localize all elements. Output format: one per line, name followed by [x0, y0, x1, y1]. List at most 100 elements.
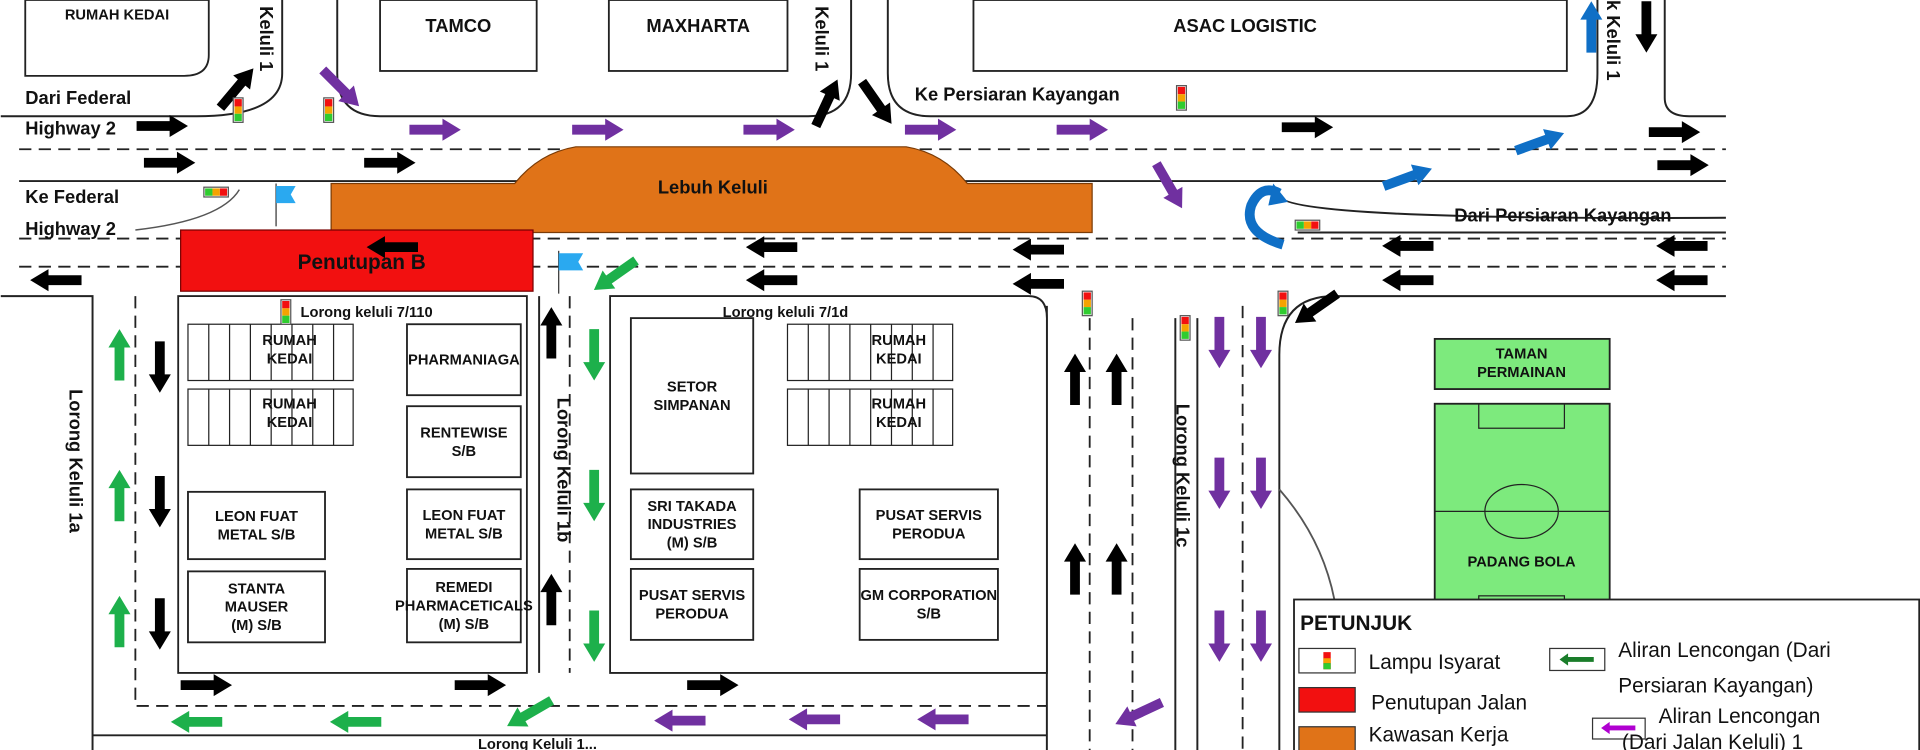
arrow-icon: [583, 469, 606, 522]
arrow-icon: [108, 595, 131, 648]
arrow-icon: [1382, 234, 1434, 257]
label: Lorong Keluli 1a: [65, 389, 86, 534]
arrow-icon: [1381, 164, 1432, 191]
label-bottom-road: Lorong Keluli 1...: [478, 737, 597, 750]
building-label: METAL S/B: [218, 528, 296, 544]
legend-label: (Dari Jalan Keluli) 1: [1622, 731, 1803, 750]
arrow-icon: [1063, 353, 1087, 405]
building-label: KEDAI: [267, 351, 313, 367]
uturn-icon: [1244, 185, 1285, 250]
work-zone-lebuh-keluli: [330, 146, 1093, 234]
building-label: PERODUA: [655, 606, 729, 622]
park-taman-permainan: [1433, 337, 1611, 390]
label: k Keluli 1: [1603, 0, 1624, 81]
arrow-icon: [216, 68, 254, 111]
building-label: INDUSTRIES: [648, 517, 737, 533]
traffic-light-icon: [1277, 290, 1289, 317]
building-asac-logistic: [972, 0, 1568, 72]
building-rentewise: [406, 405, 522, 479]
arrow-icon: [858, 78, 892, 124]
arrow-icon: [788, 708, 841, 731]
label: Lorong keluli 7/110: [301, 305, 433, 321]
building-label: GM CORPORATION: [860, 588, 997, 604]
traffic-lights: [203, 85, 1321, 341]
arrow-icon: [1208, 457, 1231, 509]
arrow-icon: [1281, 116, 1334, 139]
building-label: KEDAI: [267, 415, 313, 431]
flag-icon: [275, 183, 296, 227]
label: TAMCO: [425, 15, 491, 36]
traffic-arrows: [30, 1, 1709, 733]
arrow-icon: [180, 674, 233, 697]
arrow-icon: [30, 269, 82, 292]
building-label: LEON FUAT: [422, 508, 505, 524]
label: Ke Persiaran Kayangan: [915, 83, 1120, 104]
arrow-icon: [1580, 1, 1603, 53]
arrow-icon: [1249, 316, 1272, 369]
building-stanta: [187, 570, 326, 644]
flag-icon: [558, 250, 584, 294]
arrow-icon: [583, 610, 606, 662]
building-label: PHARMACETICALS: [395, 599, 533, 615]
arrow-icon: [148, 341, 171, 393]
arrow-icon: [507, 696, 555, 727]
building-rumah-kedai-top: [24, 0, 210, 77]
building-label: S/B: [452, 444, 476, 460]
building-label: RUMAH: [872, 333, 927, 349]
arrow-icon: [454, 674, 507, 697]
legend: PETUNJUK Lampu Isyarat Aliran Lencongan …: [1293, 598, 1920, 750]
traffic-light-icon: [1175, 85, 1187, 111]
building-label: PUSAT SERVIS: [639, 588, 745, 604]
uturn-arrowhead: [1268, 183, 1288, 206]
arrow-icon: [540, 307, 563, 359]
traffic-light-icon: [1179, 315, 1191, 341]
legend-label: Kawasan Kerja: [1369, 723, 1509, 746]
label: ASAC LOGISTIC: [1173, 15, 1317, 36]
building-pusat-servis-2: [629, 568, 755, 641]
building-label: S/B: [917, 606, 941, 622]
arrow-icon: [364, 151, 416, 174]
label: Highway 2: [25, 118, 116, 139]
arrow-icon: [1115, 698, 1164, 727]
traffic-light-icon: [323, 97, 335, 123]
building-maxharta: [607, 0, 789, 72]
arrow-icon: [1382, 269, 1434, 292]
arrow-icon: [1105, 353, 1128, 405]
traffic-light-icon: [232, 97, 244, 123]
building-label: RUMAH: [262, 333, 317, 349]
arrow-icon: [743, 118, 795, 141]
legend-label: Persiaran Kayangan): [1618, 674, 1813, 697]
road-labels: Keluli 1 Keluli 1 k Keluli 1 Dari Federa…: [25, 0, 1671, 750]
arrow-icon: [745, 269, 798, 292]
building-remedi: [406, 568, 522, 644]
building-setor: [629, 317, 755, 475]
building-sri-takada: [629, 488, 755, 561]
arrow-icon: [1648, 121, 1701, 144]
arrow-icon: [583, 329, 606, 381]
building-gm: [858, 568, 999, 641]
building-leon-2: [406, 488, 522, 561]
building-label: METAL S/B: [425, 526, 503, 542]
arrow-icon: [1249, 610, 1272, 662]
building-label: SRI TAKADA: [647, 499, 737, 515]
arrow-icon: [1208, 316, 1231, 369]
legend-label: Aliran Lencongan (Dari: [1618, 639, 1831, 662]
building-label: PERODUA: [892, 526, 966, 542]
legend-label: Penutupan Jalan: [1371, 692, 1527, 715]
arrow-icon: [1105, 543, 1128, 595]
label: Lorong keluli 7/1d: [723, 305, 849, 321]
arrow-icon: [319, 66, 360, 107]
traffic-light-icon: [1081, 290, 1093, 317]
arrow-icon: [687, 674, 739, 697]
arrow-icon: [572, 118, 624, 141]
building-label: KEDAI: [876, 351, 922, 367]
football-field: [1433, 402, 1611, 619]
building-label: PUSAT SERVIS: [876, 508, 982, 524]
arrow-icon: [917, 708, 969, 731]
arrow-icon: [654, 709, 706, 732]
arrow-icon: [1012, 238, 1064, 261]
arrow-icon: [409, 118, 461, 141]
arrow-icon: [1056, 118, 1109, 141]
legend-closure-swatch: [1298, 686, 1356, 713]
